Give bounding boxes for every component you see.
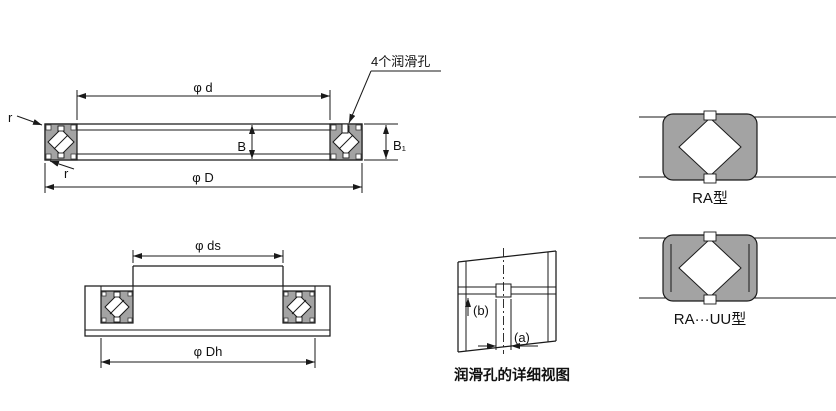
ra-uu-type-symbol: RA···UU型 xyxy=(639,231,836,328)
dim-label-phi-D: φ D xyxy=(192,170,213,185)
lube-hole-mark xyxy=(341,123,349,134)
ring-cross-section-right xyxy=(282,290,316,324)
ra-type-label: RA型 xyxy=(692,190,728,207)
radius-label-bottom: r xyxy=(64,166,69,181)
dim-label-b: (b) xyxy=(473,303,489,318)
ring-cross-section-left xyxy=(44,123,78,161)
detail-caption: 润滑孔的详细视图 xyxy=(454,366,570,384)
dim-label-B1: B₁ xyxy=(393,138,407,153)
ra-type-symbol: RA型 xyxy=(639,110,836,207)
mounting-section-view: φ ds φ Dh xyxy=(84,238,331,368)
dim-label-a: (a) xyxy=(514,330,530,345)
dim-label-phi-Dh: φ Dh xyxy=(194,344,223,359)
dim-label-B: B xyxy=(237,139,246,154)
ring-cross-section-left xyxy=(100,290,134,324)
radius-label-left: r xyxy=(8,110,13,125)
dim-label-phi-d: φ d xyxy=(193,80,212,95)
dim-label-phi-ds: φ ds xyxy=(195,238,221,253)
lube-holes-label: 4个润滑孔 xyxy=(371,54,430,69)
lube-hole-detail: (b) (a) 润滑孔的详细视图 xyxy=(454,248,570,384)
front-section-view: φ d φ D B B₁ r r 4个润滑孔 xyxy=(8,54,441,193)
ra-uu-type-label: RA···UU型 xyxy=(674,311,747,328)
